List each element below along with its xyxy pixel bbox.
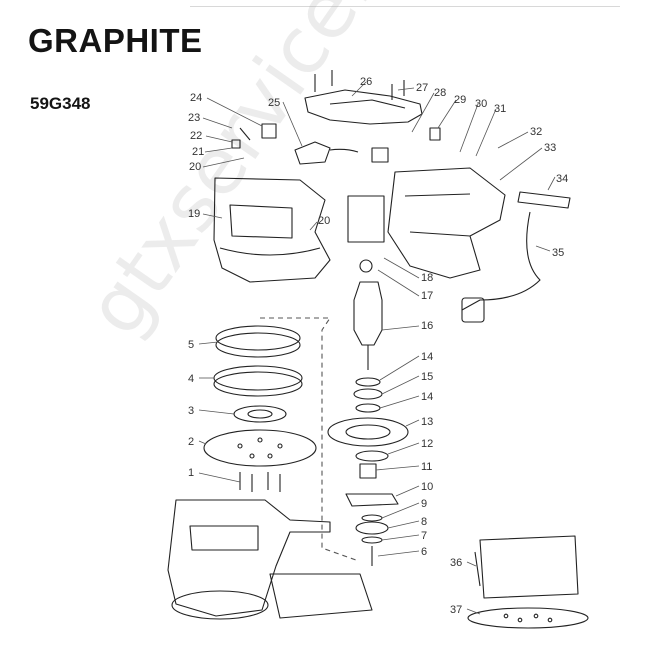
callout-7: 7: [421, 530, 427, 542]
callout-33: 33: [544, 142, 556, 154]
callout-28: 28: [434, 87, 446, 99]
pad-bearing-part: [233, 405, 287, 423]
brush-holder-part: [261, 123, 277, 139]
callout-25: 25: [268, 97, 280, 109]
sanding-pad-part: [203, 429, 317, 467]
callout-36: 36: [450, 557, 462, 569]
callout-20: 20: [318, 215, 330, 227]
callout-14: 14: [421, 391, 433, 403]
dust-tube-part: [517, 191, 571, 209]
callout-31: 31: [494, 103, 506, 115]
callout-1: 1: [188, 467, 194, 479]
callout-23: 23: [188, 112, 200, 124]
callout-20: 20: [189, 161, 201, 173]
callout-26: 26: [360, 76, 372, 88]
sanding-disc-part: [467, 607, 589, 629]
assembled-sander: [167, 499, 331, 617]
stator-part: [347, 195, 385, 243]
callout-29: 29: [454, 94, 466, 106]
callout-35: 35: [552, 247, 564, 259]
callout-37: 37: [450, 604, 462, 616]
connector-part: [371, 147, 389, 163]
callout-30: 30: [475, 98, 487, 110]
model-number: 59G348: [30, 94, 91, 113]
motor-cover-part: [387, 167, 506, 279]
callout-17: 17: [421, 290, 433, 302]
callout-16: 16: [421, 320, 433, 332]
top-rule: [190, 6, 620, 7]
callout-10: 10: [421, 481, 433, 493]
callout-14: 14: [421, 351, 433, 363]
callout-22: 22: [190, 130, 202, 142]
callout-19: 19: [188, 208, 200, 220]
callout-21: 21: [192, 146, 204, 158]
callout-2: 2: [188, 436, 194, 448]
fan-part: [327, 417, 409, 447]
callout-32: 32: [530, 126, 542, 138]
counterweight-part: [345, 493, 399, 507]
dust-bag-part: [479, 535, 579, 599]
armature-part: [353, 281, 383, 346]
callout-12: 12: [421, 438, 433, 450]
callout-6: 6: [421, 546, 427, 558]
callout-18: 18: [421, 272, 433, 284]
brand-logo: GRAPHITE: [28, 22, 203, 59]
callout-24: 24: [190, 92, 202, 104]
top-cover-part: [304, 89, 423, 125]
brake-ring-part: [213, 365, 303, 391]
switch-part: [294, 141, 331, 165]
callout-27: 27: [416, 82, 428, 94]
skirt-ring-part: [215, 325, 301, 351]
callout-9: 9: [421, 498, 427, 510]
callout-8: 8: [421, 516, 427, 528]
callout-13: 13: [421, 416, 433, 428]
power-cable-part: [461, 211, 541, 311]
callout-5: 5: [188, 339, 194, 351]
callout-15: 15: [421, 371, 433, 383]
callout-34: 34: [556, 173, 568, 185]
callout-4: 4: [188, 373, 194, 385]
callout-11: 11: [421, 461, 432, 473]
main-housing-part: [213, 177, 331, 283]
callout-3: 3: [188, 405, 194, 417]
